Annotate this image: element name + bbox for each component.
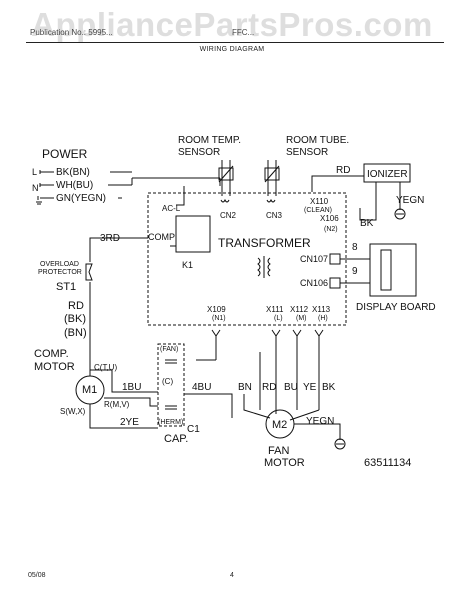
fan-motor-label-1: FAN [268, 445, 289, 457]
comp-motor-label-1: COMP. [34, 348, 69, 360]
power-l-label: L [32, 167, 37, 177]
fan-motor-label-2: MOTOR [264, 457, 305, 469]
overload-label-2: PROTECTOR [38, 269, 82, 276]
ye2-label: 2YE [120, 417, 139, 428]
room-tube-sensor [264, 167, 280, 181]
st1-label: ST1 [56, 281, 76, 293]
mid-bn-label: (BN) [64, 327, 87, 339]
l-label: (L) [274, 315, 283, 322]
c-tu-label: C(T,U) [94, 363, 117, 372]
s-wx-label: S(W,X) [60, 407, 86, 416]
k1-label: K1 [182, 260, 193, 270]
cap-herm-label: (HERM) [158, 419, 183, 426]
overload-protector [85, 263, 93, 281]
fan-bu-label: BU [284, 382, 298, 393]
cn107-label: CN107 [300, 254, 328, 264]
cn106-label: CN106 [300, 278, 328, 288]
header-publication: Publication No.: 5995... [30, 28, 113, 37]
mid-rd-label: RD [68, 300, 84, 312]
r-mv-label: R(M,V) [104, 400, 130, 409]
x113-label: X113 [312, 305, 331, 314]
pin-8-label: 8 [352, 242, 358, 253]
pin-9-label: 9 [352, 266, 358, 277]
diagram-title: WIRING DIAGRAM [199, 46, 265, 53]
room-temp-label-2: SENSOR [178, 147, 220, 158]
power-wh-label: WH(BU) [56, 180, 93, 191]
part-number: 63511134 [364, 457, 411, 469]
room-temp-sensor [218, 167, 234, 181]
ionizer-yegn-label: YEGN [396, 195, 424, 206]
room-tube-label-1: ROOM TUBE. [286, 135, 349, 146]
display-board [369, 243, 417, 297]
footer-page-number: 4 [230, 572, 234, 579]
m-label: (M) [296, 315, 307, 322]
comp-motor-label-2: MOTOR [34, 361, 75, 373]
bu1-label: 1BU [122, 382, 141, 393]
x110-label: X110 [310, 197, 329, 206]
header-model: FFC... [232, 28, 255, 37]
fan-yegn-label: YEGN [306, 416, 334, 427]
x109-label: X109 [207, 305, 226, 314]
relay-k1 [175, 215, 211, 253]
power-title: POWER [42, 147, 88, 161]
room-temp-label-1: ROOM TEMP. [178, 135, 241, 146]
fan-rd-label: RD [262, 382, 276, 393]
cap-c-label: (C) [162, 377, 173, 386]
clean-label: (CLEAN) [304, 207, 332, 214]
overload-label-1: OVERLOAD [40, 261, 79, 268]
transformer-label: TRANSFORMER [218, 236, 311, 250]
n1-label: (N1) [212, 315, 226, 322]
comp-label: COMP [148, 232, 175, 242]
cap-label: CAP. [164, 433, 188, 445]
fan-bk-label: BK [322, 382, 336, 393]
power-gn-label: GN(YEGN) [56, 193, 106, 204]
bu4-label: 4BU [192, 382, 211, 393]
footer-date: 05/08 [28, 572, 46, 579]
n2-label: (N2) [324, 226, 338, 233]
ionizer-box [363, 163, 411, 183]
c1-label: C1 [187, 424, 200, 435]
cap-fan-label: (FAN) [160, 346, 178, 353]
fan-bn-label: BN [238, 382, 252, 393]
x111-label: X111 [266, 305, 284, 314]
header-rule [26, 42, 444, 43]
h-label: (H) [318, 315, 328, 322]
m2-label: M2 [272, 419, 287, 431]
mid-bk-label: (BK) [64, 313, 86, 325]
watermark: AppliancePartsPros.com [31, 6, 433, 43]
ionizer-bk-label: BK [360, 218, 374, 229]
capacitor-c1 [157, 343, 185, 427]
cn3-label: CN3 [266, 211, 283, 220]
ionizer-rd-label: RD [336, 165, 350, 176]
ac-l-label: AC-L [162, 204, 181, 213]
room-tube-label-2: SENSOR [286, 147, 328, 158]
fan-ye-label: YE [303, 382, 317, 393]
x112-label: X112 [290, 305, 309, 314]
transformer-coil [257, 257, 271, 277]
power-n-label: N [32, 183, 39, 193]
m1-label: M1 [82, 384, 97, 396]
x106-label: X106 [320, 214, 339, 223]
ionizer-label: IONIZER [367, 169, 408, 180]
display-board-label: DISPLAY BOARD [356, 302, 436, 313]
cn2-label: CN2 [220, 211, 237, 220]
power-bk-label: BK(BN) [56, 167, 90, 178]
